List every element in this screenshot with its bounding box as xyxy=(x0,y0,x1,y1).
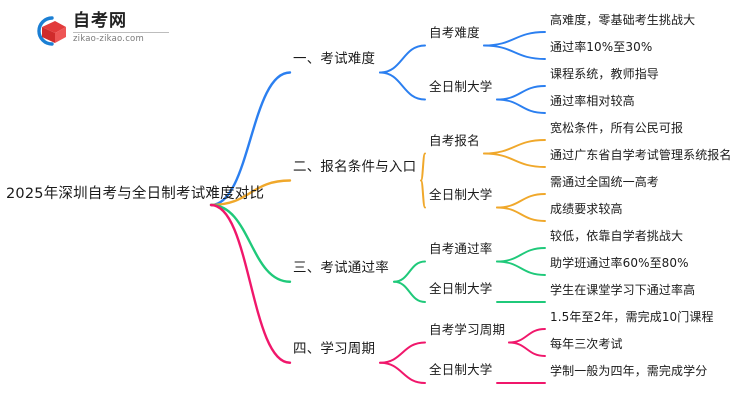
leaf-4-1-1: 1.5年至2年，需完成10门课程 xyxy=(550,310,714,324)
sub-label-4-1: 自考学习周期 xyxy=(429,321,506,337)
graduation-book-icon xyxy=(37,16,66,46)
connector-line xyxy=(496,206,546,222)
connector-line xyxy=(496,247,546,263)
leaf-4-1-2: 每年三次考试 xyxy=(550,337,623,351)
sub-label-1-2: 全日制大学 xyxy=(429,78,493,94)
leaf-1-1-1: 高难度，零基础考生挑战大 xyxy=(550,13,696,27)
branch-label-1: 一、考试难度 xyxy=(293,50,376,67)
connector-line xyxy=(379,71,426,101)
branch-label-4: 四、学习周期 xyxy=(293,340,376,357)
connector-line xyxy=(483,31,546,47)
leaf-3-2-1: 学生在课堂学习下通过率高 xyxy=(550,283,696,297)
connector-line xyxy=(508,341,546,357)
connector-line xyxy=(209,203,292,364)
leaf-2-2-1: 需通过全国统一高考 xyxy=(550,175,659,189)
connector-line xyxy=(393,260,426,283)
leaf-1-2-1: 课程系统，教师指导 xyxy=(550,67,659,81)
logo-divider xyxy=(73,32,169,33)
connector-line xyxy=(483,139,546,155)
site-logo: 自考网 zikao-zikao.com xyxy=(25,12,170,50)
root-label: 2025年深圳自考与全日制考试难度对比 xyxy=(6,186,265,202)
sub-label-3-1: 自考通过率 xyxy=(429,240,493,256)
connector-line xyxy=(379,361,426,384)
connector-line xyxy=(393,280,426,303)
leaf-4-2-1: 学制一般为四年，需完成学分 xyxy=(550,364,708,378)
brand-url: zikao-zikao.com xyxy=(73,34,144,44)
sub-label-3-2: 全日制大学 xyxy=(429,281,493,296)
connector-line xyxy=(496,260,546,276)
leaf-1-1-2: 通过率10%至30% xyxy=(550,40,653,54)
leaf-1-2-2: 通过率相对较高 xyxy=(550,94,635,108)
connector-line xyxy=(209,203,292,283)
leaf-2-1-2: 通过广东省自学考试管理系统报名 xyxy=(550,148,732,162)
leaf-2-2-2: 成绩要求较高 xyxy=(550,202,623,216)
connector-line xyxy=(508,328,546,344)
connector-line xyxy=(483,44,546,60)
leaf-3-1-2: 助学班通过率60%至80% xyxy=(550,256,689,270)
branch-label-3: 三、考试通过率 xyxy=(293,259,389,276)
connector-line xyxy=(420,152,426,182)
leaf-2-1-1: 宽松条件，所有公民可报 xyxy=(550,121,684,135)
brand-name: 自考网 xyxy=(73,11,127,31)
sub-label-4-2: 全日制大学 xyxy=(429,362,493,377)
sub-label-2-1: 自考报名 xyxy=(429,132,480,148)
connector-line xyxy=(379,341,426,364)
connector-line xyxy=(496,98,546,114)
branch-label-2: 二、报名条件与入口 xyxy=(293,158,417,175)
connector-line xyxy=(496,85,546,101)
sub-label-1-1: 自考难度 xyxy=(429,24,480,40)
connector-line xyxy=(483,152,546,168)
sub-label-2-2: 全日制大学 xyxy=(429,186,493,202)
connector-line xyxy=(420,179,426,209)
connector-line xyxy=(496,193,546,209)
connector-line xyxy=(379,44,426,74)
leaf-3-1-1: 较低，依靠自学者挑战大 xyxy=(550,229,684,243)
